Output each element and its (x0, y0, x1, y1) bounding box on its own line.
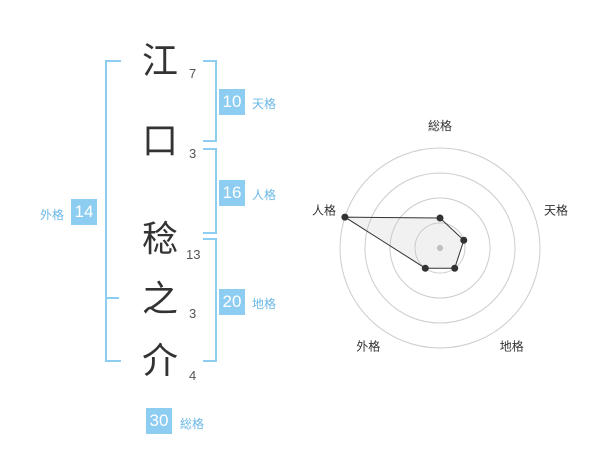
soukaku-label: 総格 (180, 417, 205, 431)
radar-ring-3 (364, 172, 516, 324)
gaikaku-label: 外格 (40, 208, 65, 222)
gaikaku-value: 14 (71, 199, 97, 225)
radar-axis-label-2: 天格 (544, 202, 568, 217)
chikaku-value: 20 (219, 289, 245, 315)
radar-axis-label-3: 地格 (500, 339, 524, 354)
jinkaku-value: 16 (219, 180, 245, 206)
radar-ring-2 (389, 197, 491, 299)
radar-ring-1 (414, 222, 466, 274)
radar-axis-label-4: 外格 (356, 339, 380, 354)
jinkaku-label: 人格 (252, 188, 277, 202)
name-char-5: 介 (142, 341, 179, 382)
chikaku-bracket (203, 238, 217, 362)
tenkaku-value: 10 (219, 89, 245, 115)
stroke-count-5: 4 (189, 368, 197, 383)
radar-ring-4 (339, 147, 541, 349)
stroke-count-4: 3 (189, 306, 197, 321)
name-char-4: 之 (142, 279, 179, 320)
radar-point-5 (341, 213, 349, 221)
name-char-2: 口 (142, 121, 179, 162)
chikaku-label: 地格 (252, 297, 277, 311)
radar-point-1 (436, 214, 444, 222)
tenkaku-label: 天格 (252, 97, 277, 111)
radar-area (343, 216, 465, 269)
radar-center-dot (437, 245, 443, 251)
radar-points (341, 213, 468, 272)
stroke-count-1: 7 (189, 66, 197, 81)
radar-point-2 (460, 236, 468, 244)
radar-point-3 (451, 264, 459, 272)
gaikaku-bracket (105, 60, 121, 362)
radar-axis-label-1: 総格 (428, 118, 452, 133)
gaikaku-bracket-mid (105, 297, 119, 299)
radar-rings (339, 147, 541, 349)
jinkaku-bracket (203, 148, 217, 234)
stroke-count-3: 13 (186, 247, 201, 262)
soukaku-value: 30 (146, 408, 172, 434)
name-char-3: 稔 (142, 219, 179, 260)
tenkaku-bracket (203, 60, 217, 142)
radar-axis-label-5: 人格 (312, 202, 336, 217)
name-char-1: 江 (142, 41, 179, 82)
radar-point-4 (421, 264, 429, 272)
stroke-count-2: 3 (189, 146, 197, 161)
